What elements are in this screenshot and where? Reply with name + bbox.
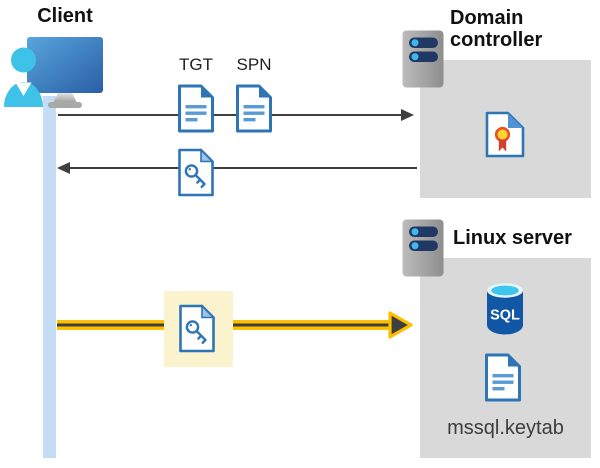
yellow-arrow-right-icon [388,310,414,345]
spn-label: SPN [236,55,272,74]
client-workstation-icon [3,37,107,114]
arrow-line [58,114,401,116]
linux-server-icon [402,219,444,282]
arrow-right-icon [401,109,414,121]
service-ticket-key-document-icon [177,148,215,202]
sql-database-icon: SQL [486,282,524,340]
client-label: Client [37,5,93,27]
linux-server-label: Linux server [453,227,572,249]
arrow-left-icon [57,162,70,174]
tgt-label: TGT [179,55,213,74]
certificate-icon [485,111,525,163]
tgt-ticket-document-icon [177,84,215,138]
keytab-document-icon [484,353,522,407]
keytab-file-label: mssql.keytab [447,417,564,439]
client-lifeline [43,96,56,458]
domain-controller-server-icon [402,30,444,93]
highlighted-key-document-icon [178,304,216,358]
sql-label: SQL [490,308,520,324]
domain-controller-label: Domain controller [450,7,543,51]
arrow-line [70,167,417,169]
spn-ticket-document-icon [235,84,273,138]
